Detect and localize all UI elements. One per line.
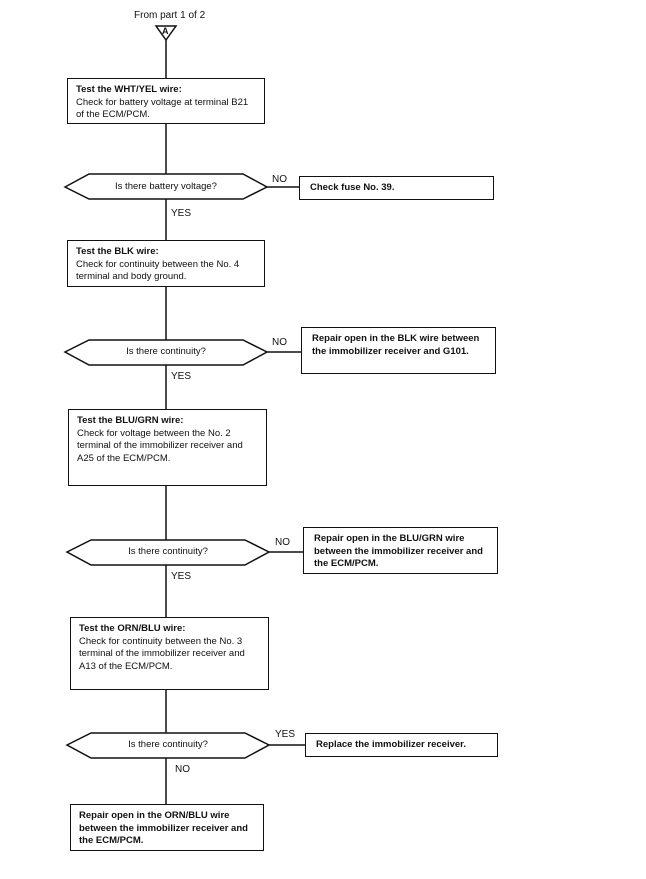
- decision-side-label: NO: [272, 337, 287, 348]
- step-text: Check for battery voltage at terminal B2…: [76, 96, 249, 121]
- decision-question: Is there continuity?: [128, 546, 208, 557]
- step-box-blu-grn: Test the BLU/GRN wire: Check for voltage…: [68, 409, 267, 486]
- from-part-label: From part 1 of 2: [134, 10, 206, 21]
- decision-side-label: NO: [272, 174, 287, 185]
- outcome-box: Repair open in the BLK wire between the …: [301, 327, 496, 374]
- decision-down-label: YES: [171, 371, 192, 382]
- outcome-box: Replace the immobilizer receiver.: [305, 733, 498, 757]
- step-text: Check for continuity between the No. 3 t…: [79, 635, 245, 672]
- step-title: Test the BLU/GRN wire:: [77, 415, 184, 426]
- step-title: Test the BLK wire:: [76, 246, 159, 257]
- outcome-box: Repair open in the BLU/GRN wire between …: [303, 527, 498, 574]
- step-title: Test the WHT/YEL wire:: [76, 84, 182, 95]
- decision-down-label: NO: [175, 764, 190, 775]
- decision-side-label: YES: [275, 729, 296, 740]
- final-outcome-box: Repair open in the ORN/BLU wire between …: [70, 804, 264, 851]
- step-box-orn-blu: Test the ORN/BLU wire: Check for continu…: [70, 617, 269, 690]
- connector-marker-letter: A: [162, 26, 169, 36]
- step-title: Test the ORN/BLU wire:: [79, 623, 186, 634]
- step-text: Check for continuity between the No. 4 t…: [76, 258, 240, 283]
- decision-question: Is there continuity?: [128, 739, 208, 750]
- connector-marker-triangle: [154, 25, 178, 42]
- decision-down-label: YES: [171, 208, 192, 219]
- step-text: Check for voltage between the No. 2 term…: [77, 427, 243, 464]
- decision-question: Is there continuity?: [126, 346, 206, 357]
- decision-down-label: YES: [171, 571, 192, 582]
- outcome-box: Check fuse No. 39.: [299, 176, 494, 200]
- step-box-wht-yel: Test the WHT/YEL wire: Check for battery…: [67, 78, 265, 124]
- step-box-blk: Test the BLK wire: Check for continuity …: [67, 240, 265, 287]
- decision-side-label: NO: [275, 537, 290, 548]
- decision-question: Is there battery voltage?: [115, 181, 217, 192]
